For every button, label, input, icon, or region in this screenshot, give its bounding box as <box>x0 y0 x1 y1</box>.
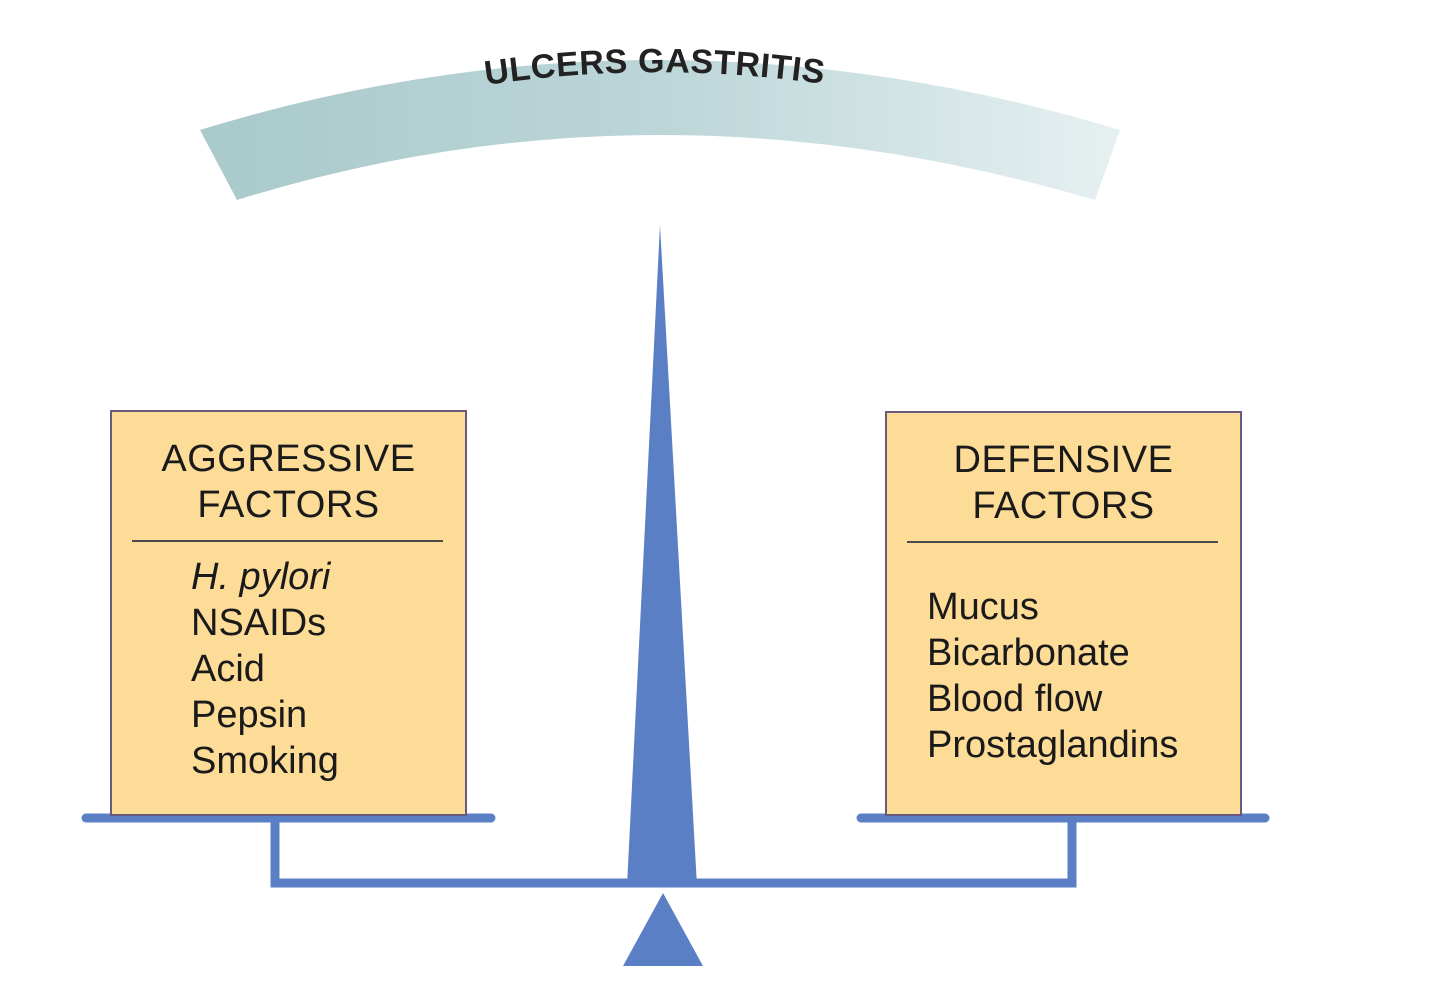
aggressive-factor-item: Acid <box>191 648 265 690</box>
aggressive-factor-item: H. pylori <box>191 556 331 598</box>
defensive-factors-list: Mucus Bicarbonate Blood flow Prostagland… <box>927 584 1178 768</box>
defensive-factor-item: Bicarbonate <box>927 632 1130 674</box>
defensive-heading-line2: FACTORS <box>972 485 1155 527</box>
defensive-factor-item: Prostaglandins <box>927 724 1179 766</box>
aggressive-factors-heading: AGGRESSIVE FACTORS <box>112 436 465 528</box>
aggressive-factor-item: NSAIDs <box>191 602 327 644</box>
aggressive-factors-list: H. pylori NSAIDs Acid Pepsin Smoking <box>191 554 339 784</box>
defensive-factors-heading: DEFENSIVE FACTORS <box>887 437 1240 529</box>
defensive-factor-item: Blood flow <box>927 678 1103 720</box>
aggressive-factor-item: Pepsin <box>191 694 308 736</box>
aggressive-factor-item: Smoking <box>191 740 339 782</box>
arc-band <box>200 60 1120 200</box>
defensive-factor-item: Mucus <box>927 586 1039 628</box>
aggressive-factors-box: AGGRESSIVE FACTORS H. pylori NSAIDs Acid… <box>110 410 467 816</box>
scale-fulcrum <box>623 893 703 966</box>
scale-needle <box>627 225 697 886</box>
aggressive-heading-line1: AGGRESSIVE <box>161 438 416 480</box>
aggressive-divider <box>132 540 443 542</box>
defensive-factors-box: DEFENSIVE FACTORS Mucus Bicarbonate Bloo… <box>885 411 1242 816</box>
aggressive-heading-line2: FACTORS <box>197 484 380 526</box>
defensive-divider <box>907 541 1218 543</box>
defensive-heading-line1: DEFENSIVE <box>953 439 1174 481</box>
